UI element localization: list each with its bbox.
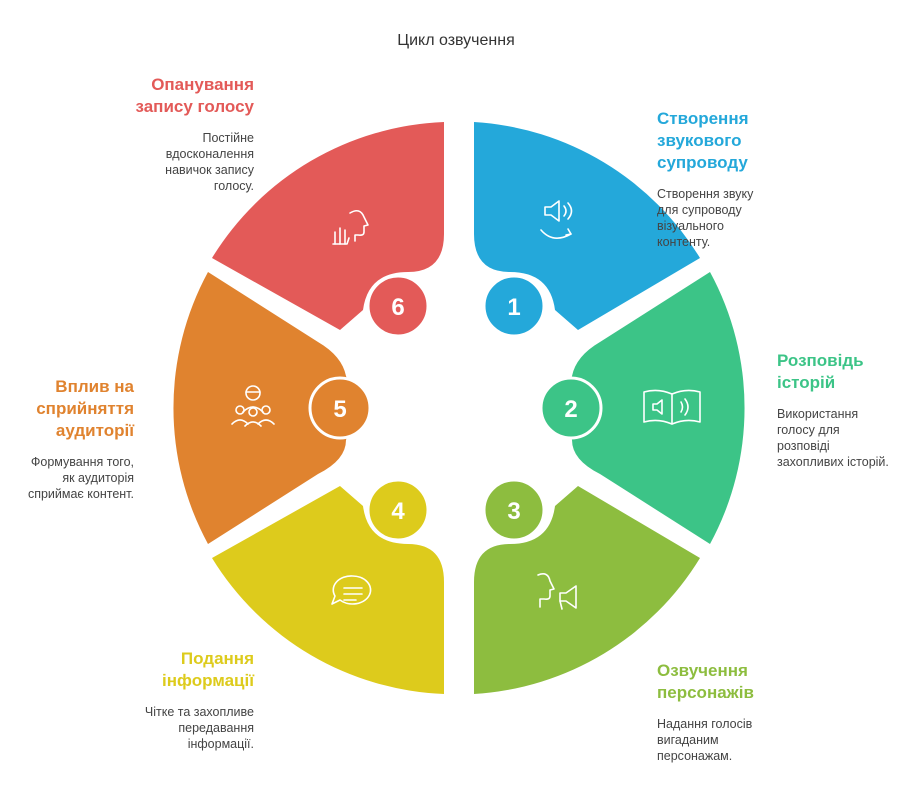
segment-5-description: Формування того, як аудиторія сприймає к…	[27, 455, 134, 501]
segment-6-shape	[212, 122, 444, 330]
segment-4: 4	[212, 478, 444, 694]
segment-4-description: Чітке та захопливе передавання інформаці…	[144, 705, 254, 751]
segment-2-shape	[566, 272, 745, 544]
segment-3-number-badge	[482, 478, 546, 542]
segment-3-description: Надання голосів вигаданим персонажам.	[657, 717, 753, 763]
segment-6: 6	[212, 122, 444, 338]
speaker-cycle-icon	[540, 200, 573, 239]
segment-5-number: 5	[333, 396, 346, 423]
segment-6-description: Постійне вдосконалення навичок запису го…	[165, 131, 254, 193]
segment-5: 5	[173, 272, 372, 544]
segment-3-shape	[474, 486, 700, 694]
segment-1: 1	[474, 122, 700, 338]
diagram-title: Цикл озвучення	[397, 32, 515, 49]
segment-2-label: Розповідь історій Використання голосу дл…	[777, 350, 907, 470]
voice-megaphone-icon	[537, 573, 577, 610]
chat-bubble-icon	[331, 575, 372, 605]
segment-2: 2	[539, 272, 745, 544]
segment-5-heading: Вплив на сприйняття аудиторії	[36, 377, 134, 440]
voice-hand-icon	[332, 209, 369, 245]
segment-3-label: Озвучення персонажів Надання голосів виг…	[657, 660, 827, 764]
segment-5-label: Вплив на сприйняття аудиторії Формування…	[4, 376, 134, 502]
segment-1-description: Створення звуку для супроводу візуальног…	[657, 187, 754, 249]
segment-4-number: 4	[391, 498, 405, 525]
segment-1-number: 1	[507, 294, 520, 321]
segment-5-number-badge	[308, 376, 372, 440]
segment-4-shape	[212, 486, 444, 694]
segment-1-heading: Створення звукового супроводу	[657, 109, 749, 172]
segment-2-number-badge	[539, 376, 603, 440]
segment-6-number-badge	[366, 274, 430, 338]
segment-6-label: Опанування запису голосу Постійне вдоско…	[84, 74, 255, 194]
segment-2-heading: Розповідь історій	[777, 351, 864, 392]
audio-book-icon	[643, 389, 701, 425]
audience-icon	[231, 385, 275, 427]
segment-4-number-badge	[366, 478, 430, 542]
segment-3-number: 3	[507, 498, 520, 525]
segment-1-label: Створення звукового супроводу Створення …	[657, 108, 827, 250]
segment-6-heading: Опанування запису голосу	[135, 75, 255, 116]
segment-2-description: Використання голосу для розповіді захопл…	[777, 407, 889, 469]
segment-1-shape	[474, 122, 700, 330]
segment-2-number: 2	[564, 396, 577, 423]
segment-6-number: 6	[391, 294, 404, 321]
segment-3: 3	[474, 478, 700, 694]
segment-4-heading: Подання інформації	[162, 649, 254, 690]
segment-1-number-badge	[482, 274, 546, 338]
segment-3-heading: Озвучення персонажів	[657, 661, 754, 702]
segment-4-label: Подання інформації Чітке та захопливе пе…	[84, 648, 254, 752]
